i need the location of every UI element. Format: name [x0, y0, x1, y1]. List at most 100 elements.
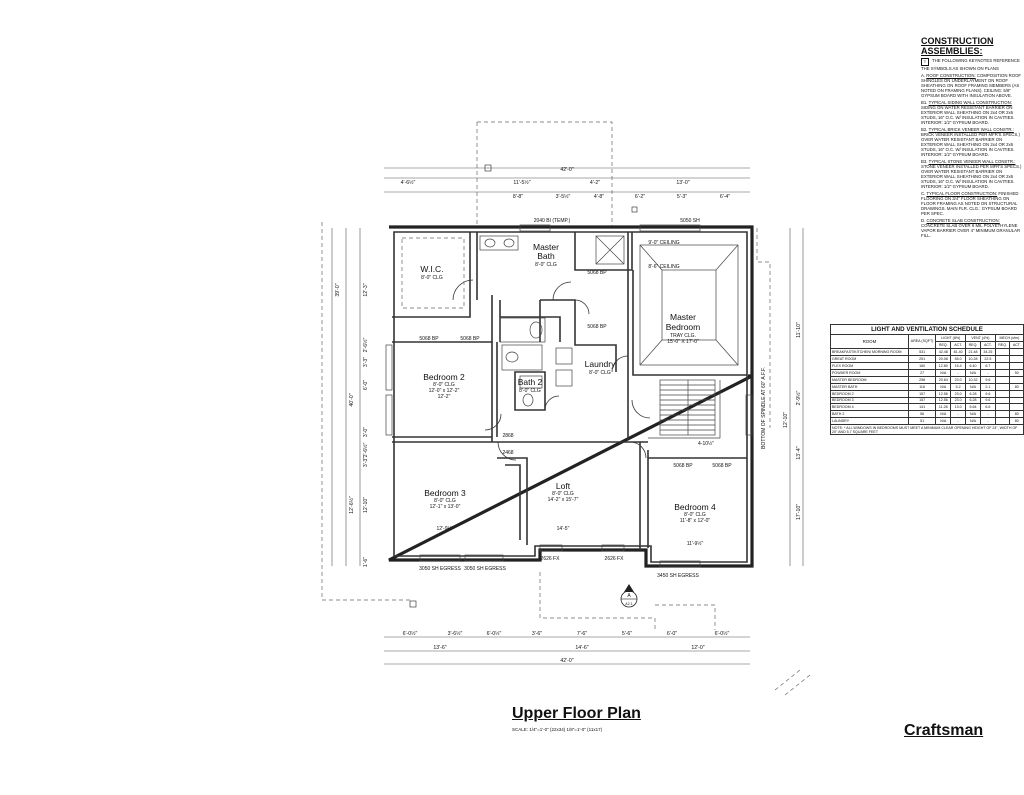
dim-right-2: 2'-9½" [795, 391, 802, 406]
notes-title: CONSTRUCTION ASSEMBLIES: [921, 36, 994, 56]
schedule-value-cell: 10.32 [965, 375, 981, 384]
schedule-value-cell: 12.80 [935, 361, 952, 370]
dim-left-9: 1'-6" [363, 557, 369, 567]
schedule-value-cell: 10.28 [965, 354, 981, 363]
notes-intro-text: THE FOLLOWING KEYNOTES REFERENCE THE SYM… [921, 58, 1020, 71]
schedule-value-cell: 6.7 [979, 361, 996, 370]
sched-sub: REQ. [994, 340, 1011, 349]
sheet-scale: SCALE: 1/4"=1'-0" (22x34) 1/8"=1'-0" (11… [512, 727, 603, 732]
dim-overall-top: 42'-0" [560, 167, 573, 173]
bedroom3-size: 12'-1" x 13'-0" [430, 504, 461, 510]
schedule-room-cell: MASTER BATH [830, 382, 909, 391]
schedule-value-cell: N/A [935, 410, 952, 419]
schedule-value-cell: 12.56 [935, 396, 952, 405]
schedule-value-cell: 6.28 [965, 389, 981, 398]
sheet-title: Upper Floor Plan [512, 705, 641, 722]
sched-sub: REQ. [935, 340, 952, 349]
dim-top-2: 11'-5½" [513, 179, 530, 186]
win-3050-b-tag: 3050 SH EGRESS [464, 566, 506, 572]
bedroom2-label: Bedroom 2 [423, 372, 465, 382]
schedule-note: NOTE: * ALL WINDOWS IN BEDROOMS MUST MEE… [830, 424, 1024, 436]
schedule-room-cell: BEDROOM 4 [830, 403, 909, 412]
schedule-value-cell [994, 410, 1011, 419]
schedule-value-cell [1009, 396, 1024, 405]
schedule-room-cell: BEDROOM 2 [830, 389, 909, 398]
schedule-value-cell: 42.48 [935, 347, 952, 356]
dim-right-1: 11'-10" [796, 322, 802, 338]
bedroom4-label: Bedroom 4 [674, 502, 716, 512]
sched-h-room: ROOM [830, 333, 909, 349]
dim-left-5: 3'-0" [363, 427, 369, 437]
schedule-value-cell: 23.0 [950, 396, 967, 405]
dim-left2-2: 40'-0" [349, 393, 355, 406]
schedule-value-cell: 5.64 [965, 403, 981, 412]
dim-left2-1: 39'-0" [335, 283, 341, 296]
schedule-value-cell: 27 [907, 368, 937, 377]
loft-dim: 14'-5" [557, 526, 570, 532]
schedule-value-cell: 6.40 [965, 361, 981, 370]
dim-right-3: 13'-4" [796, 446, 802, 459]
win-5068-b2a-tag: 5068 BP [419, 336, 439, 342]
roof-outline-west [321, 222, 412, 601]
exterior-wall [388, 225, 754, 568]
schedule-value-cell: 80 [1009, 382, 1024, 391]
schedule-value-cell: 9.6 [979, 396, 996, 405]
dim-top2-3: 4'-8" [594, 194, 604, 200]
left-dims: 39'-0" 40'-0" 12'-6½" 12'-3" 2'-6½" 3'-3… [335, 283, 369, 567]
win-5068-loft-tag: 5068 BP [673, 463, 693, 469]
sched-sub: ACT. [979, 340, 996, 349]
schedule-value-cell [994, 375, 1011, 384]
schedule-value-cell: 141 [907, 403, 937, 412]
schedule-value-cell: N/A [965, 368, 981, 377]
schedule-value-cell [1009, 361, 1024, 370]
schedule-value-cell: N/A [965, 382, 981, 391]
schedule-value-cell: 23.0 [950, 389, 967, 398]
schedule-value-cell: 9.6 [979, 389, 996, 398]
master-bedroom-ceiling: TRAY CLG. [670, 333, 696, 339]
loft-size: 14'-2" x 15'-7" [548, 497, 579, 503]
dim-bot2-1: 13'-6" [433, 645, 446, 651]
master-bath-ceiling: 8'-0" CLG [535, 262, 557, 268]
bottom-dims: 6'-0½" 3'-6½" 6'-0½" 3'-6" 7'-6" 5'-6" 6… [403, 630, 730, 664]
sched-sub: REQ. [965, 340, 981, 349]
schedule-value-cell: 20.64 [935, 375, 952, 384]
win-5068-closet-tag: 5068 BP [587, 324, 607, 330]
win-2626-a-tag: 2626 FX [541, 556, 561, 562]
stair-note: 4-10½" [698, 440, 714, 447]
schedule-value-cell [994, 347, 1011, 356]
schedule-value-cell [1009, 354, 1024, 363]
roof-outline-corner [774, 669, 811, 696]
schedule-value-cell: N/A [965, 410, 981, 419]
dim-left2-3: 12'-6½" [348, 496, 355, 514]
dim-bot-5: 7'-6" [577, 631, 587, 637]
schedule-value-cell: 51 [907, 417, 937, 426]
schedule-room-cell: GREAT ROOM [830, 354, 909, 363]
schedule-value-cell: 55.0 [950, 354, 967, 363]
dim-bot-2: 3'-6½" [448, 630, 463, 637]
spindle-note: BOTTOM OF SPINDLE AT 60" A.F.F. [761, 367, 767, 449]
bedroom4-size: 11'-8" x 12'-0" [680, 518, 711, 524]
sched-sub: ACT. [1009, 340, 1024, 349]
opening-tags: 2040 BI (TEMP.) 5050 SH 5068 BP 5068 BP … [419, 218, 767, 579]
dim-bot-3: 6'-0½" [487, 630, 502, 637]
schedule-value-cell: - [979, 368, 996, 377]
schedule-value-cell: 157 [907, 396, 937, 405]
roof-outline-east [756, 228, 771, 428]
master-ceiling-9: 9'-0" CEILING [648, 240, 679, 246]
schedule-value-cell: 11.28 [935, 403, 952, 412]
schedule-value-cell: 9.6 [979, 375, 996, 384]
note-c: C. TYPICAL FLOOR CONSTRUCTION: FINISHED … [921, 190, 1019, 217]
bedroom2-dim: 12'-2" [438, 394, 451, 400]
dim-top2-6: 6'-4" [720, 194, 730, 200]
dim-bot-6: 5'-6" [622, 631, 632, 637]
master-bath-label-1: Master [533, 242, 559, 252]
wic-label: W.I.C. [420, 264, 443, 274]
keynote-symbol: T [921, 58, 929, 66]
